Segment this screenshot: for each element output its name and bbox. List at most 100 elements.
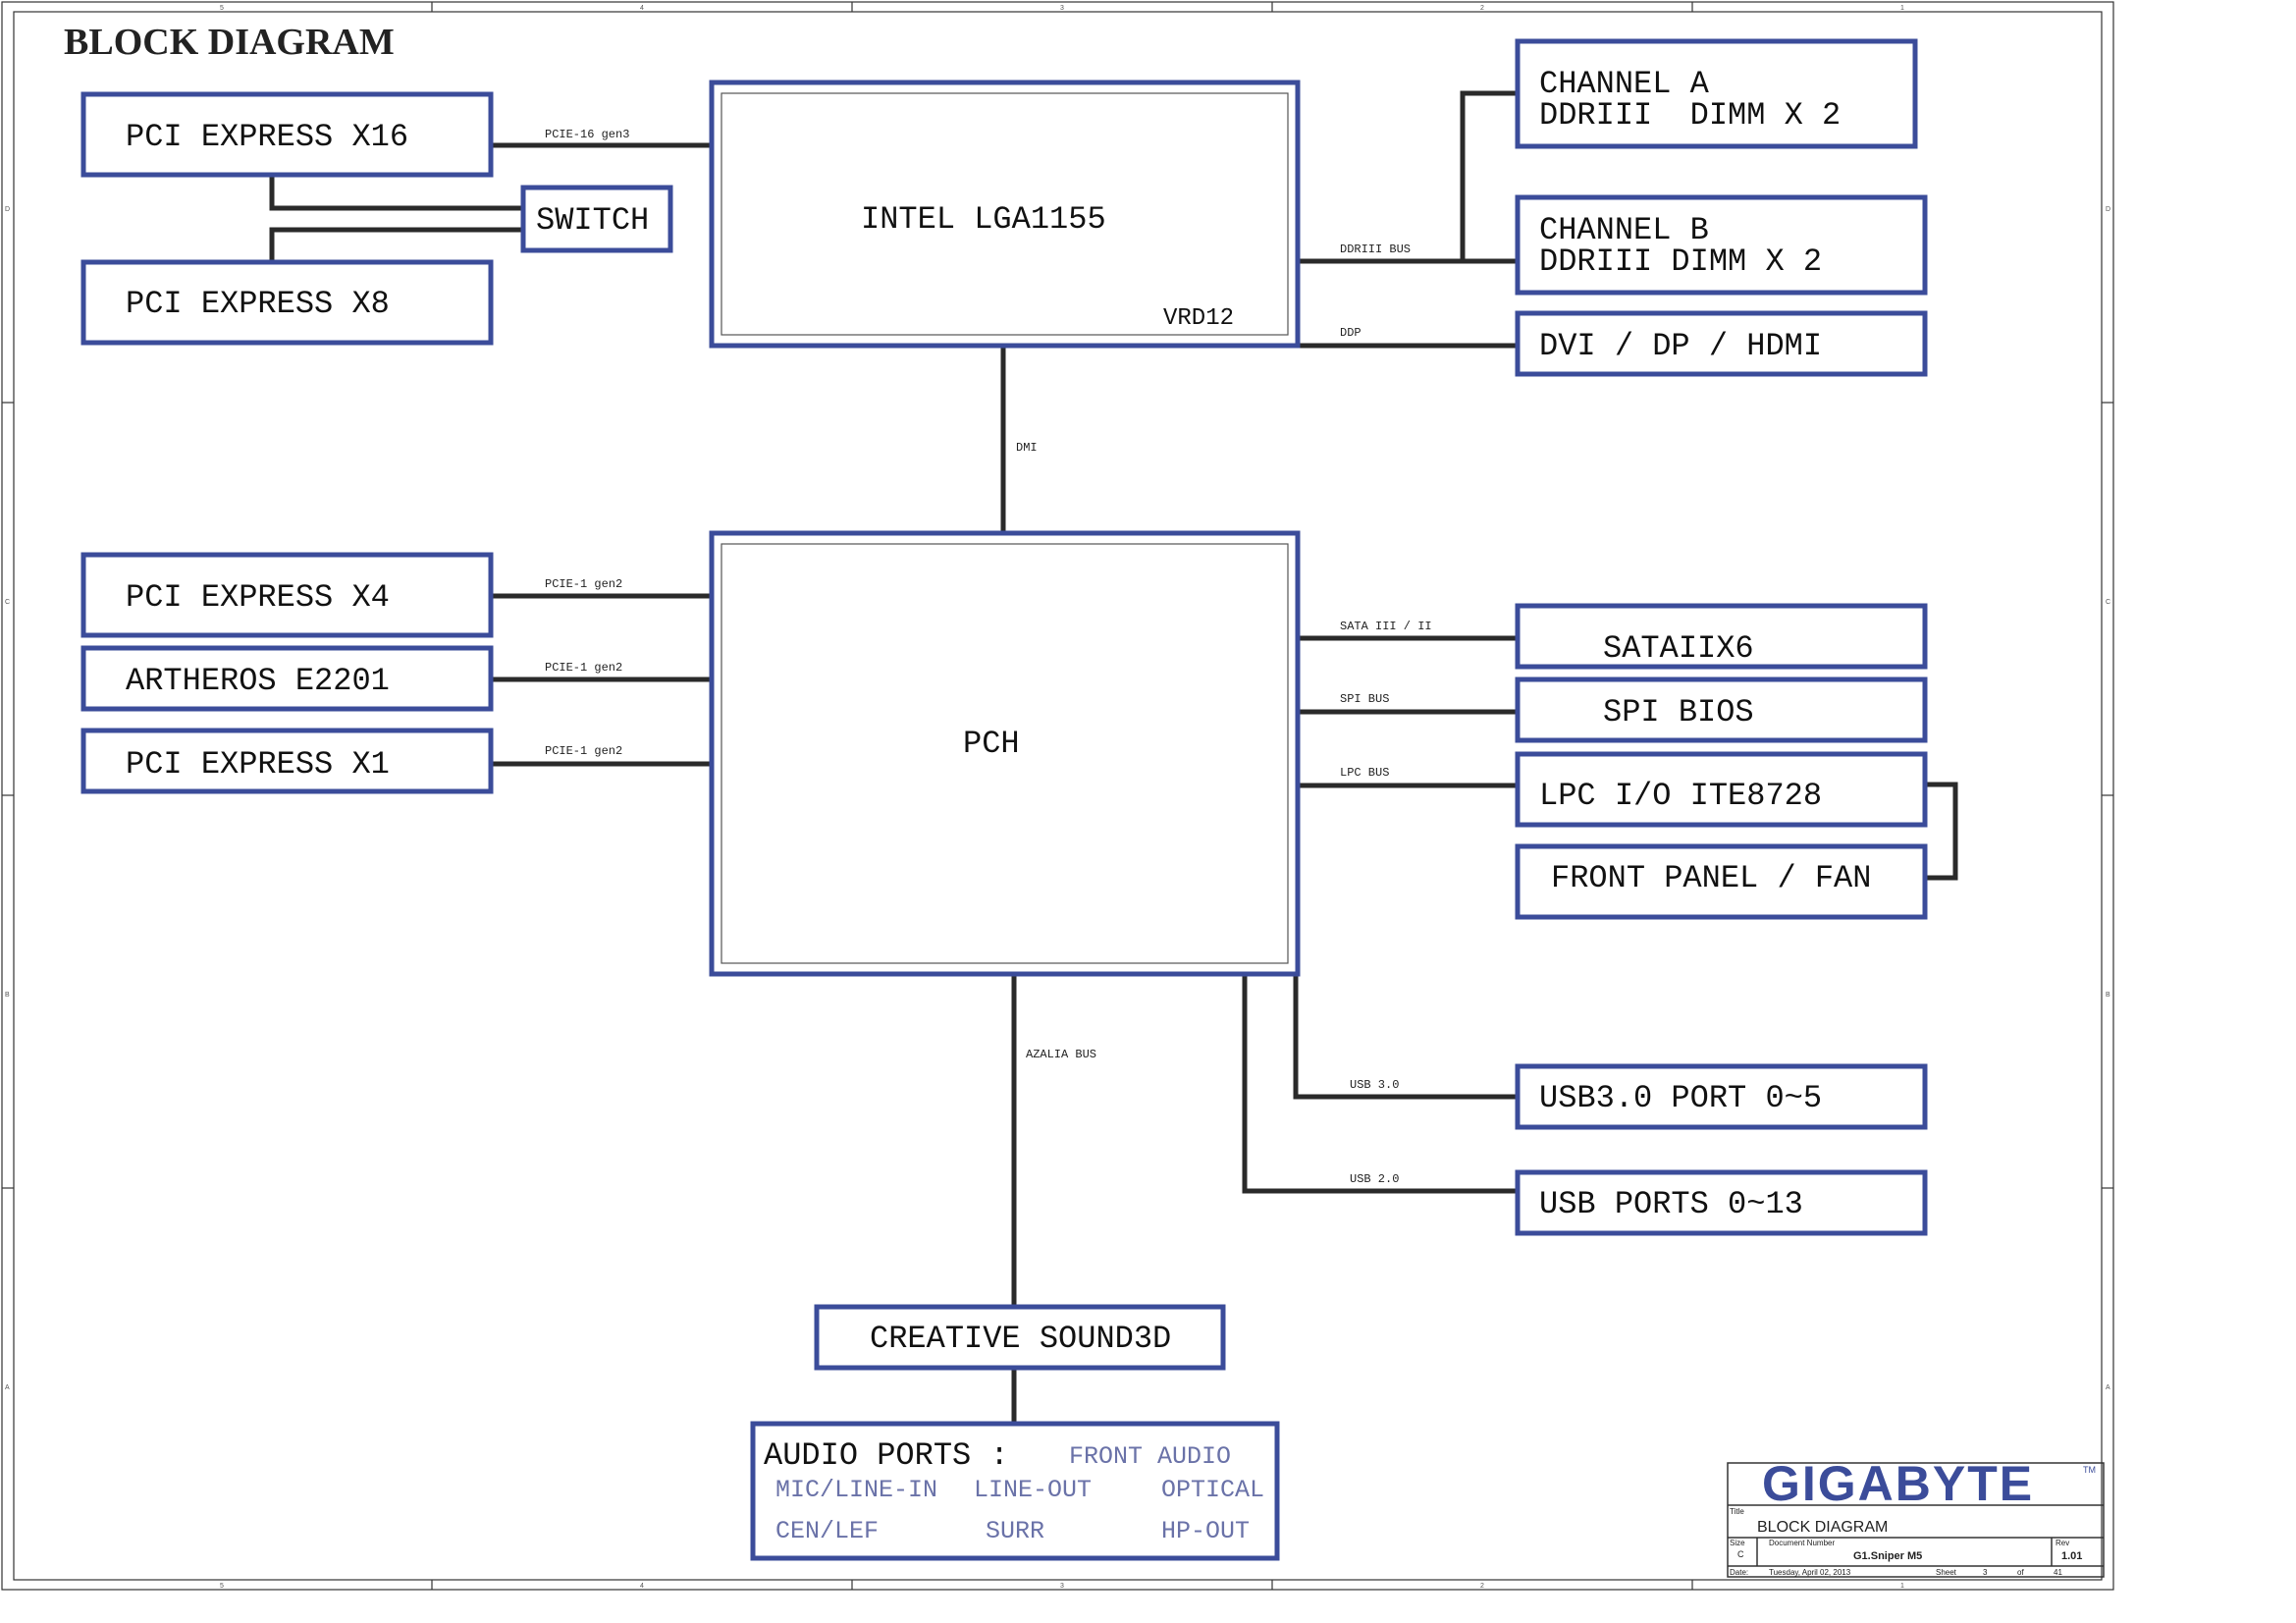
audio-port-front: FRONT AUDIO bbox=[1069, 1442, 1231, 1471]
wire-usb30 bbox=[1293, 974, 1520, 1100]
ruler-top-label: 1 bbox=[1900, 5, 1904, 12]
of-field-label: of bbox=[2017, 1568, 2024, 1577]
wire-x8-switch bbox=[269, 227, 527, 263]
size-field-value: C bbox=[1737, 1549, 1744, 1559]
audio-port-optical: OPTICAL bbox=[1161, 1476, 1264, 1504]
pcie-x16-label: PCI EXPRESS X16 bbox=[126, 119, 408, 155]
audio-port-cen-lef: CEN/LEF bbox=[775, 1517, 879, 1545]
ruler-labels: 5 4 3 2 1 5 4 3 2 1 D C B A D C B A bbox=[5, 5, 2110, 1590]
ruler-left-label: B bbox=[5, 992, 10, 999]
wires bbox=[269, 90, 1958, 1425]
pcie-x8-box bbox=[80, 259, 494, 346]
title-field-value: BLOCK DIAGRAM bbox=[1757, 1519, 1888, 1536]
audio-port-line-out: LINE-OUT bbox=[974, 1476, 1092, 1504]
channel-b-label-2: DDRIII DIMM X 2 bbox=[1539, 243, 1822, 280]
usb2-label: USB PORTS 0~13 bbox=[1539, 1186, 1803, 1222]
diagram-title: BLOCK DIAGRAM bbox=[64, 22, 395, 63]
bus-label-sata: SATA III / II bbox=[1340, 620, 1432, 633]
ruler-left-label: C bbox=[5, 599, 10, 606]
wire-ddriii-a bbox=[1460, 90, 1520, 264]
audio-ports: AUDIO PORTS : FRONT AUDIO MIC/LINE-IN LI… bbox=[764, 1437, 1264, 1545]
switch-box bbox=[520, 185, 673, 253]
pcie-x1-box bbox=[80, 728, 494, 794]
sheet-field-value: 3 bbox=[1983, 1568, 1988, 1577]
audio-port-hp-out: HP-OUT bbox=[1161, 1517, 1250, 1545]
wire-x16-switch bbox=[269, 174, 527, 211]
bus-label-usb20: USB 2.0 bbox=[1350, 1172, 1399, 1186]
audio-ports-box bbox=[750, 1421, 1280, 1561]
lpc-io-label: LPC I/O ITE8728 bbox=[1539, 778, 1822, 814]
ruler-left-label: D bbox=[5, 206, 10, 213]
bus-label-spi: SPI BUS bbox=[1340, 692, 1389, 706]
ruler-top-label: 3 bbox=[1060, 5, 1064, 12]
cpu-box bbox=[709, 80, 1301, 349]
bus-label-ddriii: DDRIII BUS bbox=[1340, 243, 1411, 256]
switch-label: SWITCH bbox=[536, 202, 649, 239]
ruler-bottom-label: 2 bbox=[1480, 1583, 1484, 1590]
audio-ports-heading: AUDIO PORTS : bbox=[764, 1437, 1009, 1474]
wire-usb20 bbox=[1242, 974, 1520, 1194]
usb3-label: USB3.0 PORT 0~5 bbox=[1539, 1080, 1822, 1116]
channel-a-label-2: DDRIII DIMM X 2 bbox=[1539, 97, 1841, 134]
channel-b-box bbox=[1515, 194, 1928, 296]
date-field-label: Date: bbox=[1730, 1568, 1748, 1577]
dvi-box bbox=[1515, 310, 1928, 377]
ruler-top-label: 2 bbox=[1480, 5, 1484, 12]
channel-a-label-1: CHANNEL A bbox=[1539, 66, 1710, 102]
rev-field-label: Rev bbox=[2056, 1539, 2069, 1547]
ruler-right-label: B bbox=[2106, 992, 2110, 999]
pch-label: PCH bbox=[963, 726, 1020, 762]
ruler-left-label: A bbox=[5, 1384, 10, 1391]
bus-label-usb30: USB 3.0 bbox=[1350, 1078, 1399, 1092]
ruler-top-label: 4 bbox=[640, 5, 644, 12]
lpc-io-box bbox=[1515, 751, 1928, 828]
channel-b-label-1: CHANNEL B bbox=[1539, 212, 1709, 248]
ruler-right-label: C bbox=[2106, 599, 2110, 606]
spi-bios-box bbox=[1515, 676, 1928, 743]
cpu-label: INTEL LGA1155 bbox=[861, 201, 1106, 238]
bus-label-pcie1: PCIE-1 gen2 bbox=[545, 744, 622, 758]
bus-labels: PCIE-16 gen3 DDRIII BUS DDP DMI PCIE-1 g… bbox=[545, 128, 1432, 1186]
gigabyte-trademark: TM bbox=[2083, 1465, 2096, 1475]
ruler-bottom-label: 5 bbox=[220, 1583, 224, 1590]
bus-label-lpc: LPC BUS bbox=[1340, 766, 1389, 780]
usb3-box bbox=[1515, 1063, 1928, 1130]
pch-inner-outline bbox=[721, 543, 1289, 964]
block-labels: PCI EXPRESS X16 SWITCH PCI EXPRESS X8 IN… bbox=[126, 66, 1871, 1357]
ruler-right-label: A bbox=[2106, 1384, 2110, 1391]
bus-label-pcie1: PCIE-1 gen2 bbox=[545, 577, 622, 591]
artheros-box bbox=[80, 645, 494, 712]
size-field-label: Size bbox=[1730, 1539, 1745, 1547]
spi-bios-label: SPI BIOS bbox=[1603, 694, 1754, 730]
audio-port-mic: MIC/LINE-IN bbox=[775, 1476, 937, 1504]
cpu-inner-outline bbox=[721, 92, 1289, 336]
audio-port-list: FRONT AUDIO MIC/LINE-IN LINE-OUT OPTICAL… bbox=[775, 1442, 1264, 1545]
sheet-field-label: Sheet bbox=[1936, 1568, 1957, 1577]
bus-label-pcie1: PCIE-1 gen2 bbox=[545, 661, 622, 675]
channel-a-box bbox=[1515, 38, 1918, 149]
ruler-top-label: 5 bbox=[220, 5, 224, 12]
date-field-value: Tuesday, April 02, 2013 bbox=[1769, 1568, 1851, 1577]
vrd-label: VRD12 bbox=[1163, 305, 1234, 332]
bus-label-ddp: DDP bbox=[1340, 326, 1362, 340]
artheros-label: ARTHEROS E2201 bbox=[126, 663, 390, 699]
usb2-box bbox=[1515, 1169, 1928, 1236]
ruler-bottom-label: 4 bbox=[640, 1583, 644, 1590]
title-block: GIGABYTE TM Title BLOCK DIAGRAM Size C D… bbox=[1727, 1456, 2105, 1578]
rev-field-value: 1.01 bbox=[2061, 1550, 2082, 1562]
of-field-value: 41 bbox=[2054, 1568, 2062, 1577]
inner-outlines bbox=[721, 92, 1289, 964]
wire-lpc-frontpanel bbox=[1921, 782, 1958, 881]
pcie-x4-box bbox=[80, 552, 494, 638]
front-panel-label: FRONT PANEL / FAN bbox=[1551, 860, 1871, 896]
pcie-x8-label: PCI EXPRESS X8 bbox=[126, 286, 390, 322]
docnum-field-label: Document Number bbox=[1769, 1539, 1835, 1547]
dvi-label: DVI / DP / HDMI bbox=[1539, 328, 1822, 364]
bus-label-azalia: AZALIA BUS bbox=[1026, 1048, 1096, 1061]
sound-label: CREATIVE SOUND3D bbox=[870, 1321, 1171, 1357]
blocks bbox=[80, 38, 1928, 1561]
sata-box bbox=[1515, 603, 1928, 670]
audio-port-surr: SURR bbox=[986, 1517, 1044, 1545]
ruler-right-label: D bbox=[2106, 206, 2110, 213]
docnum-field-value: G1.Sniper M5 bbox=[1853, 1550, 1922, 1562]
